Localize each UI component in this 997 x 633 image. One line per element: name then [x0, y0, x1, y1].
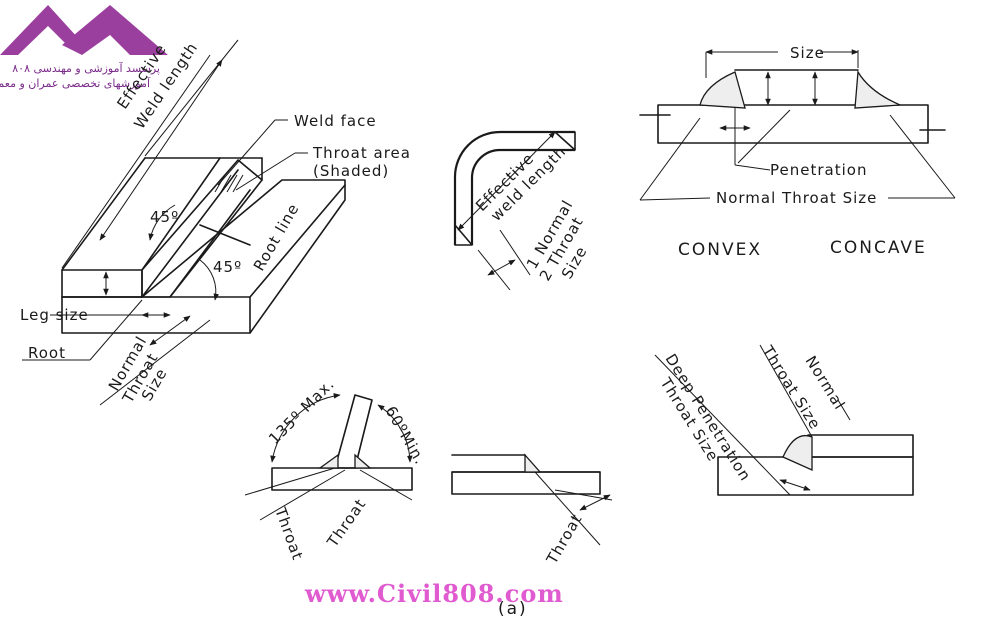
angle-throat-left-label: Throat	[271, 504, 307, 563]
angle-45-top: 45º	[150, 208, 179, 226]
angle-throat-right-label: Throat	[323, 495, 370, 551]
concave-bead	[854, 69, 901, 109]
lap-weld-figure: Throat	[451, 453, 613, 568]
logo-mark-left	[0, 5, 78, 55]
weld-face-label: Weld face	[294, 112, 377, 130]
vertical-plate-front	[61, 269, 143, 298]
throat-area-label: Throat area	[312, 144, 411, 162]
weld-bead	[141, 159, 263, 298]
butt-weld-figure: Size Penetration Normal Throat Size CONV…	[639, 44, 956, 260]
normal-throat-size-label: Normal Throat Size	[716, 189, 877, 207]
butt-plate	[657, 104, 929, 144]
concave-label: CONCAVE	[830, 238, 927, 258]
watermark: www.Civil808.com	[304, 579, 564, 608]
angle-min-label: 60ºMin.	[382, 403, 430, 468]
angle-45-bottom: 45º	[213, 258, 242, 276]
convex-bead	[699, 71, 746, 109]
logo-mark-right	[62, 5, 168, 55]
lap-plate	[451, 471, 601, 495]
leg-size-label: Leg size	[20, 306, 89, 324]
angle-inclined-plate	[334, 394, 373, 469]
figure-label: (a)	[498, 599, 528, 619]
butt-size-label: Size	[790, 44, 825, 62]
penetration-label: Penetration	[770, 161, 867, 179]
deep-top-plate	[807, 434, 914, 458]
shaded-label: (Shaded)	[313, 162, 389, 180]
lap-throat-label: Throat	[542, 511, 585, 568]
angle-limit-figure: 135º Max. 60ºMin. Throat Throat	[244, 375, 430, 563]
root-label: Root	[28, 344, 66, 362]
deep-bead	[782, 434, 813, 472]
base-plate	[61, 179, 346, 334]
root-line-label: Root line	[250, 200, 303, 274]
angle-max-label: 135º Max.	[265, 375, 338, 448]
corner-weld-figure: Effective weld length 1 Normal 2 Throat …	[453, 130, 591, 291]
deep-penetration-label: Deep Penetration	[662, 351, 755, 485]
deep-penetration-figure: Deep Penetration Throat Size Normal Thro…	[654, 342, 914, 496]
convex-label: CONVEX	[678, 240, 762, 260]
fillet-weld-figure: Effective Weld length Weld face Throat a…	[20, 39, 411, 407]
